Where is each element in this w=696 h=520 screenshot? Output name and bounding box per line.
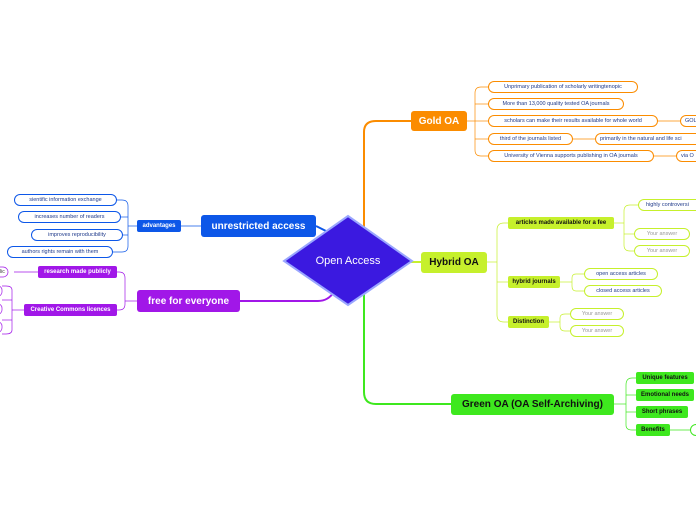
cut-leaf-box xyxy=(0,266,9,278)
gold-leaf-2[interactable]: More than 13,000 quality tested OA journ… xyxy=(488,98,624,110)
unrestricted-branches xyxy=(113,199,201,253)
hybrid-leaf-answer-2[interactable]: Your answer xyxy=(634,245,690,257)
advantage-leaf-authors-rights[interactable]: authors rights remain with them xyxy=(7,246,113,258)
unrestricted-sub-advantages[interactable]: advantages xyxy=(137,220,181,232)
center-topic-shape[interactable] xyxy=(282,214,414,307)
hybrid-leaf-answer-4[interactable]: Your answer xyxy=(570,325,624,337)
free-sub-research-public[interactable]: research made publicly xyxy=(38,266,117,278)
green-sub-short-phrases[interactable]: Short phrases xyxy=(636,406,688,418)
green-sub-emotional-needs[interactable]: Emotional needs xyxy=(636,389,694,401)
advantage-leaf-reproducibility[interactable]: improves reproducibility xyxy=(31,229,123,241)
hybrid-leaf-open-articles[interactable]: open access articles xyxy=(584,268,658,280)
hybrid-sub-journals[interactable]: hybrid journals xyxy=(508,276,560,288)
gold-subleaf-gol[interactable]: GOL xyxy=(680,115,696,127)
hybrid-leaf-closed-articles[interactable]: closed access articles xyxy=(584,285,662,297)
connector-gold xyxy=(363,120,411,228)
cut-leaf-box xyxy=(0,322,3,332)
gold-leaf-5[interactable]: University of Vienna supports publishing… xyxy=(488,150,654,162)
unrestricted-access-topic[interactable]: unrestricted access xyxy=(201,215,316,237)
gold-branches xyxy=(467,86,680,157)
gold-subleaf-via[interactable]: via O xyxy=(676,150,696,162)
connector-free xyxy=(240,291,335,302)
green-sub-benefits[interactable]: Benefits xyxy=(636,424,670,436)
free-cut-leaf-text: lic xyxy=(0,269,5,275)
free-branches xyxy=(2,271,137,335)
free-for-everyone-topic[interactable]: free for everyone xyxy=(137,290,240,312)
hybrid-oa-topic[interactable]: Hybrid OA xyxy=(421,252,487,273)
green-benefits-leaf[interactable] xyxy=(690,424,696,436)
cut-leaf-box xyxy=(0,286,3,296)
hybrid-sub-fee[interactable]: articles made available for a fee xyxy=(508,217,614,229)
green-branches xyxy=(614,377,692,431)
hybrid-sub-distinction[interactable]: Distinction xyxy=(508,316,549,328)
green-sub-unique-features[interactable]: Unique features xyxy=(636,372,694,384)
green-oa-topic[interactable]: Green OA (OA Self-Archiving) xyxy=(451,394,614,415)
hybrid-leaf-answer-3[interactable]: Your answer xyxy=(570,308,624,320)
connector-green xyxy=(363,292,451,405)
gold-leaf-1[interactable]: Unprimary publication of scholarly writi… xyxy=(488,81,638,93)
center-topic-label[interactable]: Open Access xyxy=(315,255,381,267)
free-sub-creative-commons[interactable]: Creative Commons licences xyxy=(24,304,117,316)
gold-subleaf-natural-sciences[interactable]: primarily in the natural and life sci xyxy=(595,133,696,145)
advantage-leaf-exchange[interactable]: sientific information exchange xyxy=(14,194,117,206)
gold-oa-topic[interactable]: Gold OA xyxy=(411,111,467,131)
gold-leaf-3[interactable]: scholars can make their results availabl… xyxy=(488,115,658,127)
hybrid-leaf-answer-1[interactable]: Your answer xyxy=(634,228,690,240)
advantage-leaf-readers[interactable]: increases number of readers xyxy=(18,211,121,223)
hybrid-branches xyxy=(487,204,638,332)
hybrid-leaf-controversial[interactable]: highly controversi xyxy=(638,199,696,211)
cut-leaf-box xyxy=(0,304,3,314)
gold-leaf-4[interactable]: third of the journals listed xyxy=(488,133,573,145)
